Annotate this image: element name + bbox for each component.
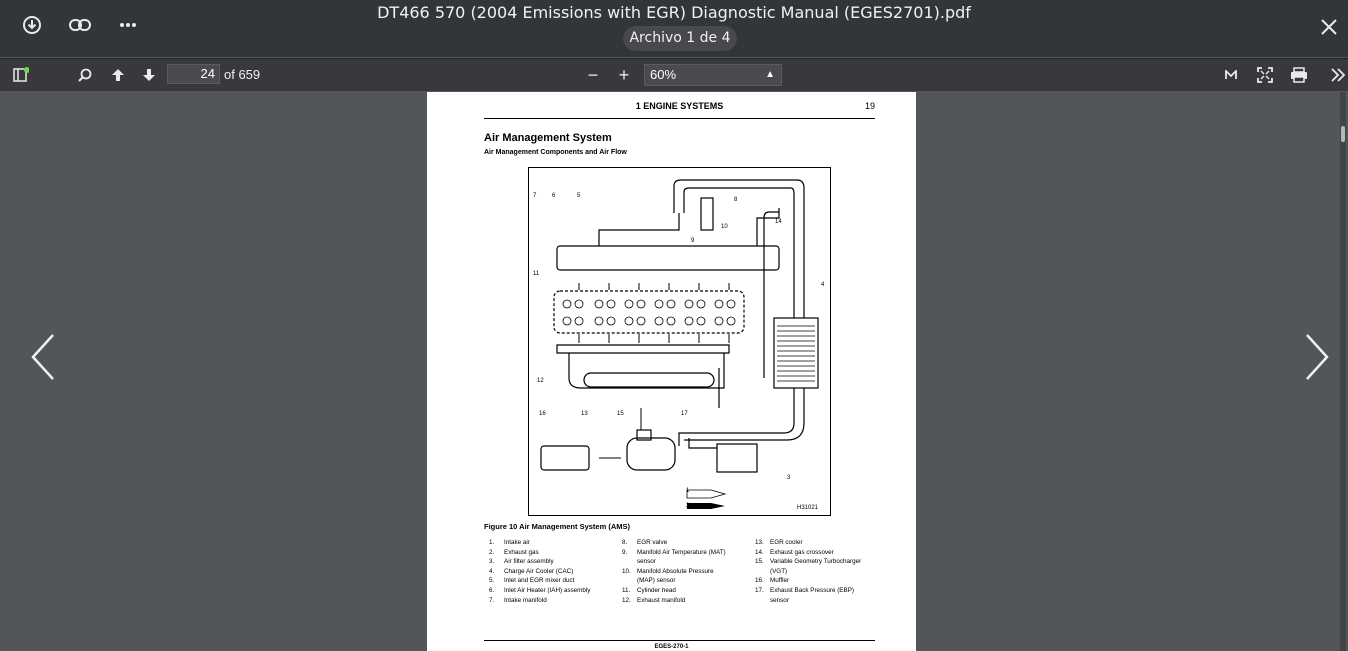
page-total-label: of 659 (224, 67, 261, 82)
section-title: 1 ENGINE SYSTEMS (635, 101, 724, 111)
footer-rule (484, 640, 875, 641)
viewer-title-bar: DT466 570 (2004 Emissions with EGR) Diag… (0, 0, 1348, 57)
tools-chevron-icon[interactable] (1327, 65, 1348, 85)
next-page-icon[interactable] (138, 65, 160, 85)
legend-item: 16.Muffler (755, 577, 790, 585)
svg-text:13: 13 (581, 411, 588, 417)
link-icon[interactable] (67, 12, 93, 38)
legend-item: 1.Intake air (489, 539, 530, 546)
svg-text:11: 11 (533, 271, 540, 277)
svg-text:6: 6 (552, 193, 556, 199)
zoom-in-button[interactable]: + (618, 64, 630, 85)
svg-text:17: 17 (681, 411, 688, 417)
previous-page-icon[interactable] (107, 65, 129, 85)
sidebar-toggle-icon[interactable] (10, 65, 32, 85)
print-icon[interactable] (1288, 65, 1310, 85)
presentation-mode-icon[interactable] (1220, 65, 1242, 85)
legend-item: sensor (770, 596, 789, 604)
svg-text:5: 5 (577, 193, 581, 199)
svg-text:15: 15 (617, 411, 624, 417)
svg-text:10: 10 (721, 224, 728, 230)
document-title: DT466 570 (2004 Emissions with EGR) Diag… (377, 3, 971, 22)
legend-item: 10.Manifold Absolute Pressure (622, 567, 714, 575)
legend-item: 8.EGR valve (622, 539, 668, 546)
page-subheading: Air Management Components and Air Flow (484, 149, 627, 156)
zoom-select[interactable]: 60% ▲ (644, 64, 782, 86)
svg-text:1: 1 (686, 488, 690, 494)
document-viewer[interactable]: 1 ENGINE SYSTEMS 19 Air Management Syste… (0, 92, 1348, 651)
more-icon[interactable] (115, 12, 141, 38)
legend-column-2: 8.EGR valve 9.Manifold Air Temperature (… (622, 538, 726, 605)
legend-item: 12.Exhaust manifold (622, 596, 686, 604)
legend-item: 3.Air filter assembly (489, 558, 554, 566)
chevron-updown-icon: ▲ (765, 69, 775, 80)
legend-item: 4.Charge Air Cooler (CAC) (489, 567, 574, 575)
search-icon[interactable] (74, 65, 96, 85)
svg-text:14: 14 (775, 219, 782, 225)
legend-item: 14.Exhaust gas crossover (755, 548, 834, 556)
pdf-toolbar: 24 of 659 − + 60% ▲ (0, 58, 1348, 91)
legend-item: (MAP) sensor (637, 577, 676, 585)
legend-item: 13.EGR cooler (755, 539, 803, 546)
zoom-out-button[interactable]: − (587, 64, 599, 85)
legend-column-3: 13.EGR cooler 14.Exhaust gas crossover 1… (755, 538, 861, 605)
page-number: 19 (864, 101, 875, 111)
download-icon[interactable] (19, 12, 45, 38)
figure-caption: Figure 10 Air Management System (AMS) (484, 522, 631, 531)
scrollbar-track[interactable] (1340, 92, 1346, 651)
svg-text:9: 9 (691, 238, 695, 244)
legend-item: 15.Variable Geometry Turbocharger (755, 558, 862, 566)
legend-item: 17.Exhaust Back Pressure (EBP) (755, 586, 854, 594)
zoom-value: 60% (650, 67, 677, 82)
page-heading: Air Management System (484, 132, 612, 144)
svg-text:2: 2 (686, 503, 690, 509)
legend-item: sensor (637, 558, 656, 566)
legend-item: 6.Inlet Air Heater (IAH) assembly (489, 586, 591, 594)
legend-item: 9.Manifold Air Temperature (MAT) (622, 548, 726, 556)
svg-text:7: 7 (533, 193, 537, 199)
file-counter: Archivo 1 de 4 (623, 26, 737, 51)
svg-text:3: 3 (787, 475, 791, 481)
svg-text:12: 12 (537, 378, 544, 384)
next-file-arrow-icon[interactable] (1302, 332, 1332, 382)
legend-column-1: 1.Intake air 2.Exhaust gas 3.Air filter … (489, 538, 590, 605)
legend-item: (VGT) (770, 567, 788, 575)
close-icon[interactable] (1320, 12, 1338, 43)
legend-item: 7.Intake manifold (489, 596, 547, 604)
svg-text:8: 8 (734, 197, 738, 203)
page-footer: EGES-270-1 (654, 644, 689, 650)
svg-text:4: 4 (821, 282, 825, 288)
legend-item: 5.Inlet and EGR mixer duct (489, 577, 575, 585)
pdf-page: 1 ENGINE SYSTEMS 19 Air Management Syste… (427, 92, 916, 651)
page-number-input[interactable]: 24 (167, 64, 220, 84)
fullscreen-icon[interactable] (1254, 65, 1276, 85)
figure-id: H31021 (797, 505, 819, 511)
page-header: 1 ENGINE SYSTEMS 19 (484, 101, 875, 119)
legend-item: 11.Cylinder head (622, 586, 676, 594)
scrollbar-thumb[interactable] (1341, 126, 1345, 142)
svg-text:16: 16 (539, 411, 546, 417)
previous-file-arrow-icon[interactable] (28, 332, 58, 382)
legend-item: 2.Exhaust gas (489, 548, 539, 556)
